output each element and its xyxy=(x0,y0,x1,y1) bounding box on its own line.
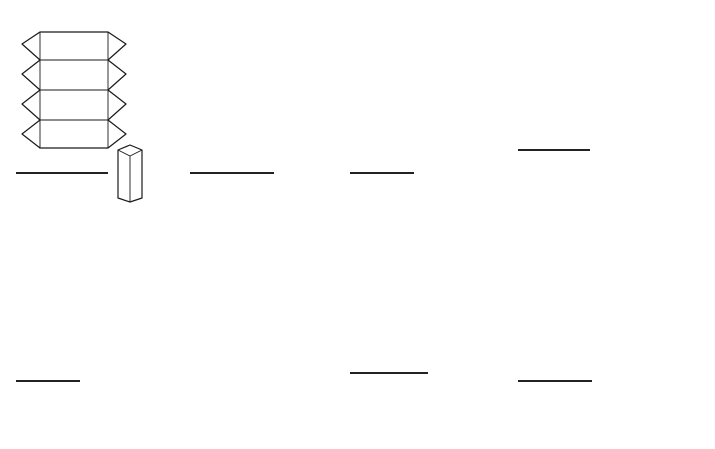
accordion-tray-dieline xyxy=(21,31,127,149)
caption-rule-accordion-tray xyxy=(16,172,108,174)
caption-rule-bottle-shape-box xyxy=(518,380,592,382)
accordion-tray-3d xyxy=(117,144,143,203)
panel-accordion-tray xyxy=(21,31,143,203)
caption-rule-window-carton xyxy=(16,380,80,382)
caption-rule-tapered-angled-box xyxy=(350,372,428,374)
caption-rule-arch-lid-box xyxy=(350,172,414,174)
caption-rule-round-top-sleeve xyxy=(190,172,274,174)
caption-rule-scallop-carrier xyxy=(518,149,590,151)
